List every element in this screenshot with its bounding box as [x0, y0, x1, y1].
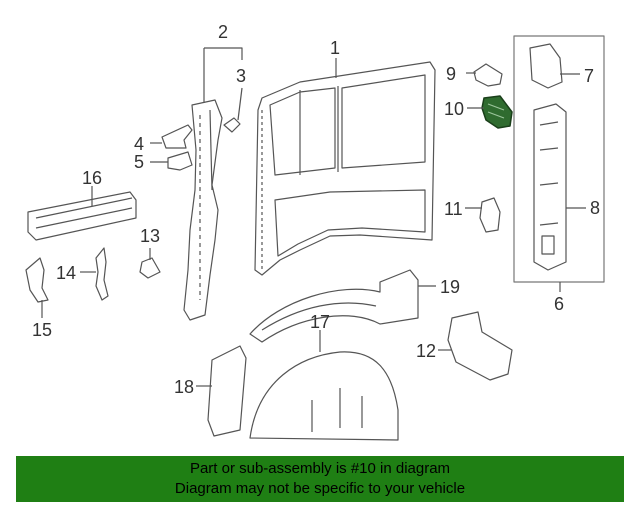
- part-11-bracket: [479, 197, 501, 233]
- part-18-panel: [207, 345, 247, 437]
- part-14-strap: [95, 247, 109, 301]
- banner-line-2: Diagram may not be specific to your vehi…: [174, 480, 466, 497]
- part-7-bracket: [529, 43, 563, 89]
- part-12-bracket: [447, 311, 513, 381]
- banner-line-1: Part or sub-assembly is #10 in diagram: [189, 460, 451, 477]
- callout-labels: 1 2 3 4 5 6 7 8 9 10 11 12 13 14 15 16 1…: [32, 22, 600, 397]
- callout-17: 17: [310, 312, 330, 332]
- part-10-highlighted: [481, 95, 513, 129]
- callout-5: 5: [134, 152, 144, 172]
- part-1-side-panel: [254, 61, 436, 276]
- callout-4: 4: [134, 134, 144, 154]
- part-13-bracket: [139, 257, 161, 279]
- callout-15: 15: [32, 320, 52, 340]
- leader-lines: [41, 47, 586, 387]
- callout-14: 14: [56, 263, 76, 283]
- info-banner: Part or sub-assembly is #10 in diagram D…: [16, 456, 624, 502]
- part-16-rail: [27, 191, 137, 241]
- part-17-wheelhouse: [249, 351, 399, 441]
- part-2-pillar: [183, 99, 223, 321]
- part-15-bracket: [25, 257, 49, 303]
- callout-13: 13: [140, 226, 160, 246]
- part-3-bracket: [223, 117, 241, 133]
- parts-diagram: 1 2 3 4 5 6 7 8 9 10 11 12 13 14 15 16 1…: [25, 22, 605, 441]
- callout-7: 7: [584, 66, 594, 86]
- callout-9: 9: [446, 64, 456, 84]
- callout-19: 19: [440, 277, 460, 297]
- part-6-group-box: [513, 35, 605, 283]
- callout-10: 10: [444, 99, 464, 119]
- callout-8: 8: [590, 198, 600, 218]
- callout-12: 12: [416, 341, 436, 361]
- callout-16: 16: [82, 168, 102, 188]
- callout-2: 2: [218, 22, 228, 42]
- part-19-arch: [249, 269, 419, 343]
- part-8-panel: [533, 103, 567, 271]
- part-9-bracket: [473, 63, 503, 87]
- part-5-clip: [167, 151, 193, 171]
- part-4-bracket: [161, 124, 193, 149]
- callout-18: 18: [174, 377, 194, 397]
- callout-11: 11: [444, 199, 463, 219]
- callout-6: 6: [554, 294, 564, 314]
- callout-1: 1: [330, 38, 340, 58]
- callout-3: 3: [236, 66, 246, 86]
